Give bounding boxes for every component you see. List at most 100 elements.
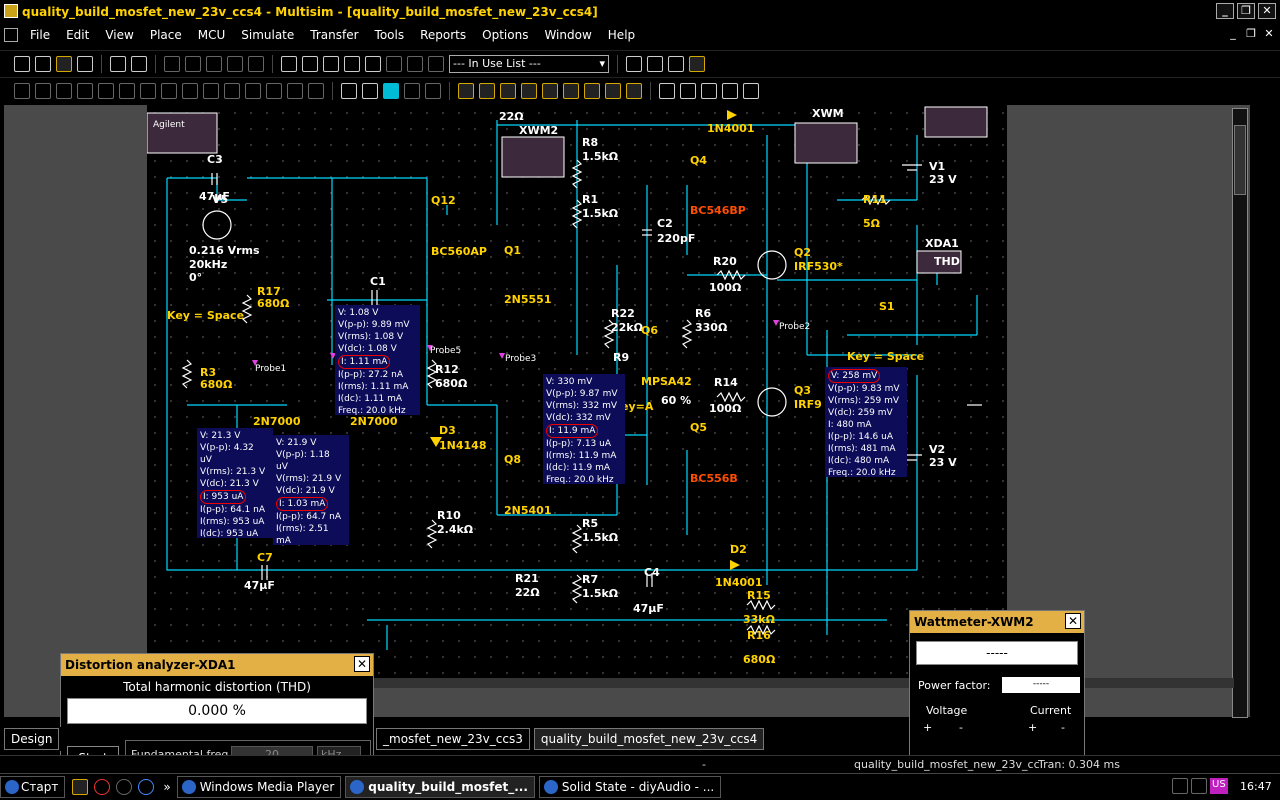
rf-icon[interactable] <box>266 82 282 99</box>
zoom-in-icon[interactable] <box>659 82 675 99</box>
wattmeter-icon[interactable] <box>500 82 516 99</box>
basic-icon[interactable] <box>35 82 51 99</box>
logic-analyzer-icon[interactable] <box>584 82 600 99</box>
step-icon[interactable] <box>404 82 420 99</box>
open-folder-icon[interactable] <box>56 55 72 72</box>
in-use-list-dropdown[interactable]: --- In Use List --- <box>449 54 609 73</box>
find-examples-icon[interactable] <box>668 55 684 72</box>
probe-icon[interactable] <box>425 82 441 99</box>
close-button[interactable]: ✕ <box>1258 3 1276 19</box>
tray-network-icon[interactable] <box>1172 778 1188 794</box>
copy-icon[interactable] <box>185 55 201 72</box>
quicklaunch-firefox-icon[interactable] <box>116 779 133 795</box>
zoom-out-icon[interactable] <box>680 82 696 99</box>
menu-tools[interactable]: Tools <box>374 28 405 42</box>
wattmeter-titlebar[interactable]: Wattmeter-XWM2 ✕ <box>910 611 1084 633</box>
menu-edit[interactable]: Edit <box>66 28 90 42</box>
erc-icon[interactable] <box>386 55 402 72</box>
back-annotate-icon[interactable] <box>407 55 423 72</box>
undo-icon[interactable] <box>227 55 243 72</box>
document-icon[interactable] <box>4 28 18 42</box>
multisim-app-icon[interactable] <box>4 4 18 18</box>
task-multisim[interactable]: quality_build_mosfet_... <box>345 776 535 798</box>
menu-place[interactable]: Place <box>149 28 182 42</box>
misc-icon[interactable] <box>245 82 261 99</box>
task-chrome-diyaudio[interactable]: Solid State - diyAudio - ... <box>538 776 722 798</box>
distortion-analyzer-icon[interactable] <box>626 82 642 99</box>
menu-transfer[interactable]: Transfer <box>310 28 359 42</box>
print-preview-icon[interactable] <box>131 55 147 72</box>
menu-view[interactable]: View <box>105 28 134 42</box>
diode-icon[interactable] <box>56 82 72 99</box>
current-plus-terminal[interactable]: + <box>1028 721 1038 734</box>
cmos-icon[interactable] <box>140 82 156 99</box>
help-icon[interactable] <box>689 55 705 72</box>
spreadsheet-icon[interactable] <box>302 55 318 72</box>
stop-icon[interactable] <box>383 82 399 99</box>
ttl-icon[interactable] <box>119 82 135 99</box>
mdi-restore-button[interactable]: ❐ <box>1246 27 1256 40</box>
multimeter-icon[interactable] <box>458 82 474 99</box>
power-icon[interactable] <box>224 82 240 99</box>
cut-icon[interactable] <box>164 55 180 72</box>
wattmeter-close-button[interactable]: ✕ <box>1065 613 1081 629</box>
oscilloscope-icon[interactable] <box>521 82 537 99</box>
transistor-icon[interactable] <box>77 82 93 99</box>
electromechanical-icon[interactable] <box>287 82 303 99</box>
quicklaunch-folder-icon[interactable] <box>72 779 89 795</box>
zoom-fit-icon[interactable] <box>722 82 738 99</box>
menu-mcu[interactable]: MCU <box>197 28 226 42</box>
menu-help[interactable]: Help <box>607 28 636 42</box>
quicklaunch-ie-icon[interactable] <box>138 779 155 795</box>
grapher-icon[interactable] <box>344 55 360 72</box>
tab-ccs3[interactable]: _mosfet_new_23v_ccs3 <box>376 728 530 750</box>
save-icon[interactable] <box>77 55 93 72</box>
bode-plotter-icon[interactable] <box>542 82 558 99</box>
menu-window[interactable]: Window <box>544 28 592 42</box>
source-icon[interactable] <box>14 82 30 99</box>
full-screen-icon[interactable] <box>743 82 759 99</box>
current-minus-terminal[interactable]: - <box>1061 721 1065 734</box>
restore-button[interactable]: ❐ <box>1237 3 1255 19</box>
mixed-icon[interactable] <box>182 82 198 99</box>
menu-file[interactable]: File <box>30 28 51 42</box>
indicator-icon[interactable] <box>203 82 219 99</box>
open-icon[interactable] <box>35 55 51 72</box>
tray-clock[interactable]: 16:47 <box>1240 780 1272 793</box>
transfer-icon[interactable] <box>647 55 663 72</box>
tab-ccs4[interactable]: quality_build_mosfet_new_23v_ccs4 <box>533 728 765 750</box>
forward-annotate-icon[interactable] <box>428 55 444 72</box>
word-generator-icon[interactable] <box>563 82 579 99</box>
database-icon[interactable] <box>323 55 339 72</box>
minimize-button[interactable]: _ <box>1216 3 1234 19</box>
pause-icon[interactable] <box>362 82 378 99</box>
tab-design[interactable]: Design <box>4 728 60 750</box>
distortion-titlebar[interactable]: Distortion analyzer-XDA1 ✕ <box>61 654 373 676</box>
quicklaunch-more[interactable]: » <box>163 780 171 794</box>
new-icon[interactable] <box>14 55 30 72</box>
zoom-area-icon[interactable] <box>701 82 717 99</box>
vertical-scrollbar[interactable] <box>1232 108 1248 718</box>
design-toolbox-icon[interactable] <box>281 55 297 72</box>
paste-icon[interactable] <box>206 55 222 72</box>
task-windows-media-player[interactable]: Windows Media Player <box>176 776 342 798</box>
tray-language[interactable]: US <box>1210 778 1228 794</box>
scrollbar-thumb[interactable] <box>1234 125 1246 195</box>
voltage-plus-terminal[interactable]: + <box>923 721 933 734</box>
mdi-close-button[interactable]: ✕ <box>1264 27 1274 40</box>
print-icon[interactable] <box>110 55 126 72</box>
postprocessor-icon[interactable] <box>365 55 381 72</box>
mdi-minimize-button[interactable]: _ <box>1230 27 1236 40</box>
toggle-breadboard-icon[interactable] <box>626 55 642 72</box>
analog-icon[interactable] <box>98 82 114 99</box>
voltage-minus-terminal[interactable]: - <box>959 721 963 734</box>
menu-options[interactable]: Options <box>482 28 529 42</box>
redo-icon[interactable] <box>248 55 264 72</box>
horizontal-scrollbar[interactable] <box>374 678 1234 688</box>
tray-volume-icon[interactable] <box>1191 778 1207 794</box>
distortion-close-button[interactable]: ✕ <box>354 656 370 672</box>
run-icon[interactable] <box>341 82 357 99</box>
quicklaunch-chrome-icon[interactable] <box>94 779 111 795</box>
mcu-icon[interactable] <box>308 82 324 99</box>
iv-analyzer-icon[interactable] <box>605 82 621 99</box>
